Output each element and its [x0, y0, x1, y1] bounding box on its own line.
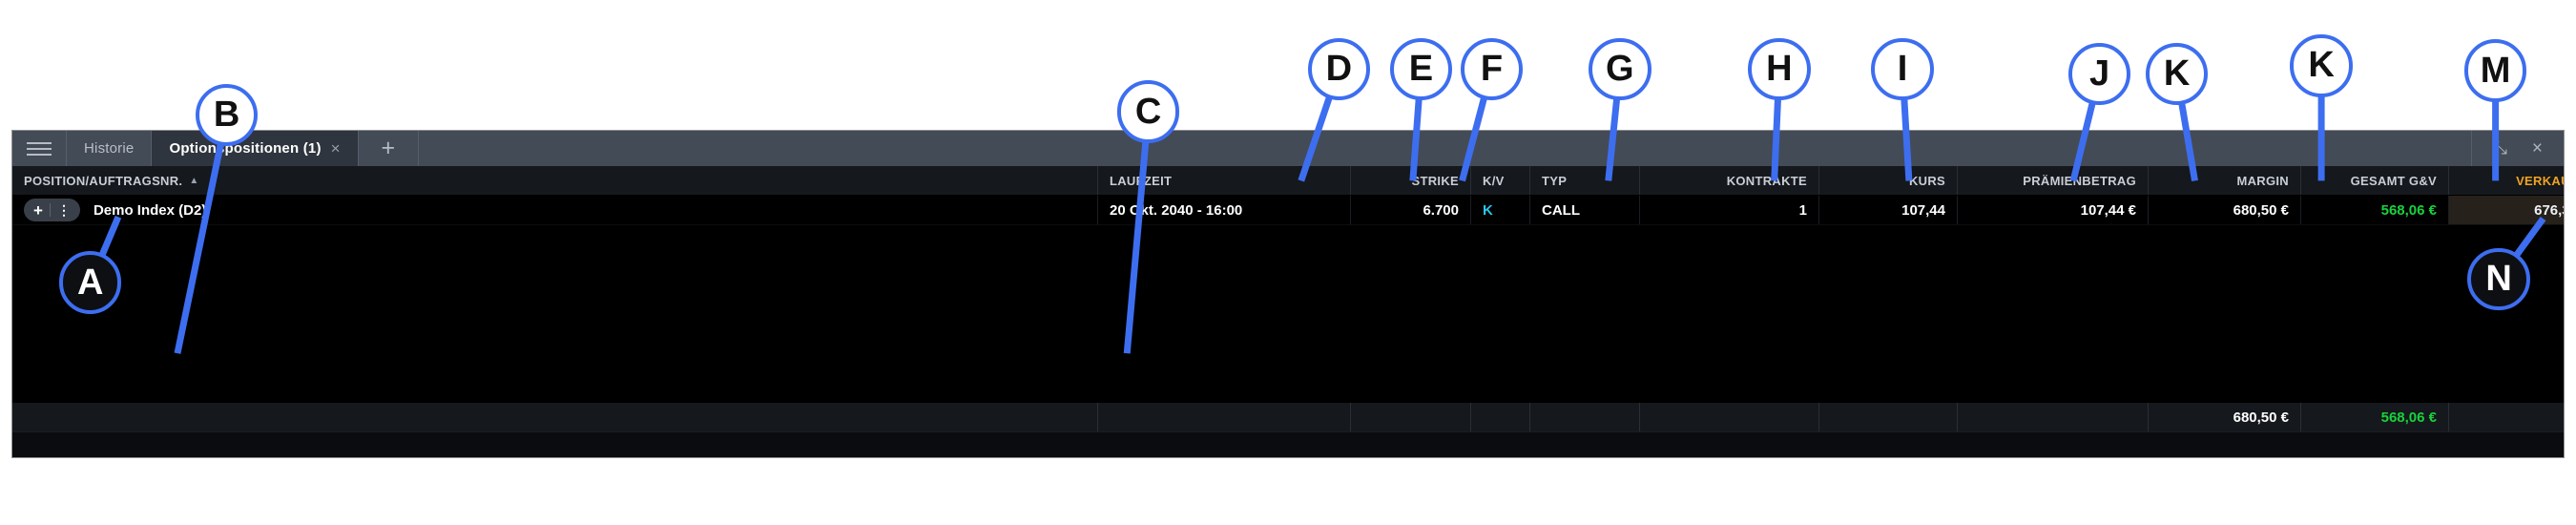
expand-icon[interactable]: ⤡ — [2492, 138, 2507, 158]
column-header-strike[interactable]: STRIKE — [1351, 166, 1471, 195]
column-header-gesamt-gv[interactable]: GESAMT G&V — [2301, 166, 2449, 195]
column-header-typ[interactable]: TYP — [1530, 166, 1640, 195]
hamburger-menu-icon[interactable] — [12, 131, 67, 166]
row-menu-icon[interactable]: ⋮ — [56, 202, 71, 218]
tab-close-icon[interactable]: × — [330, 139, 341, 158]
callout-badge-k2: K — [2290, 34, 2353, 97]
column-header-kontrakte[interactable]: KONTRAKTE — [1640, 166, 1819, 195]
cell-strike: 6.700 — [1351, 196, 1471, 224]
optionspositionen-panel: Historie Optionspositionen (1) × + ⤡ × P… — [11, 130, 2565, 458]
totals-gesamt-gv: 568,06 € — [2301, 403, 2449, 431]
callout-badge-i: I — [1871, 37, 1934, 101]
totals-spacer-kontrakte — [1640, 403, 1819, 431]
cell-praemienbetrag: 107,44 € — [1958, 196, 2149, 224]
row-tools[interactable]: + ⋮ — [24, 199, 80, 221]
column-header-laufzeit[interactable]: LAUFZEIT — [1098, 166, 1351, 195]
totals-spacer-strike — [1351, 403, 1471, 431]
tabbar-spacer — [419, 131, 2471, 166]
tab-optionspositionen[interactable]: Optionspositionen (1) × — [152, 131, 359, 166]
cell-verkauf[interactable]: 676,39 — [2449, 196, 2564, 224]
table-body: + ⋮ Demo Index (D2) 20 Okt. 2040 - 16:00… — [12, 196, 2564, 402]
callout-badge-d: D — [1307, 37, 1371, 101]
add-tab-icon[interactable]: + — [359, 131, 419, 166]
tab-historie[interactable]: Historie — [67, 131, 153, 166]
cell-margin: 680,50 € — [2149, 196, 2301, 224]
table-header-row: POSITION/AUFTRAGSNR. ▲ LAUFZEIT STRIKE K… — [12, 166, 2564, 196]
close-icon[interactable]: × — [2531, 138, 2543, 158]
sort-ascending-icon: ▲ — [189, 175, 199, 186]
tabbar-window-controls: ⤡ × — [2470, 131, 2564, 166]
totals-margin: 680,50 € — [2149, 403, 2301, 431]
cell-position: + ⋮ Demo Index (D2) — [12, 196, 1098, 224]
cell-gesamt-gv: 568,06 € — [2301, 196, 2449, 224]
column-header-position[interactable]: POSITION/AUFTRAGSNR. ▲ — [12, 166, 1098, 195]
totals-spacer-praemienbetrag — [1958, 403, 2149, 431]
cell-kurs: 107,44 — [1819, 196, 1958, 224]
row-add-icon[interactable]: + — [33, 200, 43, 220]
horizontal-scrollbar[interactable] — [12, 431, 2564, 457]
callout-badge-h: H — [1748, 37, 1811, 101]
table-totals-row: 680,50 € 568,06 € — [12, 402, 2564, 431]
column-header-kv[interactable]: K/V — [1471, 166, 1530, 195]
totals-spacer-verkauf — [2449, 403, 2564, 431]
panel-tabbar: Historie Optionspositionen (1) × + ⤡ × — [12, 131, 2564, 166]
row-tools-divider — [49, 203, 51, 217]
totals-spacer-kurs — [1819, 403, 1958, 431]
callout-badge-e: E — [1389, 37, 1453, 101]
column-header-margin[interactable]: MARGIN — [2149, 166, 2301, 195]
callout-badge-j: J — [2067, 42, 2131, 106]
totals-spacer-position — [12, 403, 1098, 431]
cell-typ: CALL — [1530, 196, 1640, 224]
table-row[interactable]: + ⋮ Demo Index (D2) 20 Okt. 2040 - 16:00… — [12, 196, 2564, 225]
column-header-kurs[interactable]: KURS — [1819, 166, 1958, 195]
totals-spacer-kv — [1471, 403, 1530, 431]
totals-spacer-typ — [1530, 403, 1640, 431]
cell-kontrakte: 1 — [1640, 196, 1819, 224]
column-header-verkauf[interactable]: VERKAUF — [2449, 166, 2564, 195]
cell-kv: K — [1471, 196, 1530, 224]
cell-laufzeit: 20 Okt. 2040 - 16:00 — [1098, 196, 1351, 224]
callout-badge-f: F — [1460, 37, 1524, 101]
callout-badge-m: M — [2463, 39, 2527, 102]
callout-badge-g: G — [1589, 37, 1652, 101]
position-name: Demo Index (D2) — [93, 201, 207, 219]
tab-label: Historie — [84, 140, 135, 157]
totals-spacer-laufzeit — [1098, 403, 1351, 431]
column-header-praemienbetrag[interactable]: PRÄMIENBETRAG — [1958, 166, 2149, 195]
column-header-label: POSITION/AUFTRAGSNR. — [24, 173, 183, 188]
tab-label: Optionspositionen (1) — [169, 140, 322, 157]
callout-badge-k1: K — [2145, 42, 2209, 106]
